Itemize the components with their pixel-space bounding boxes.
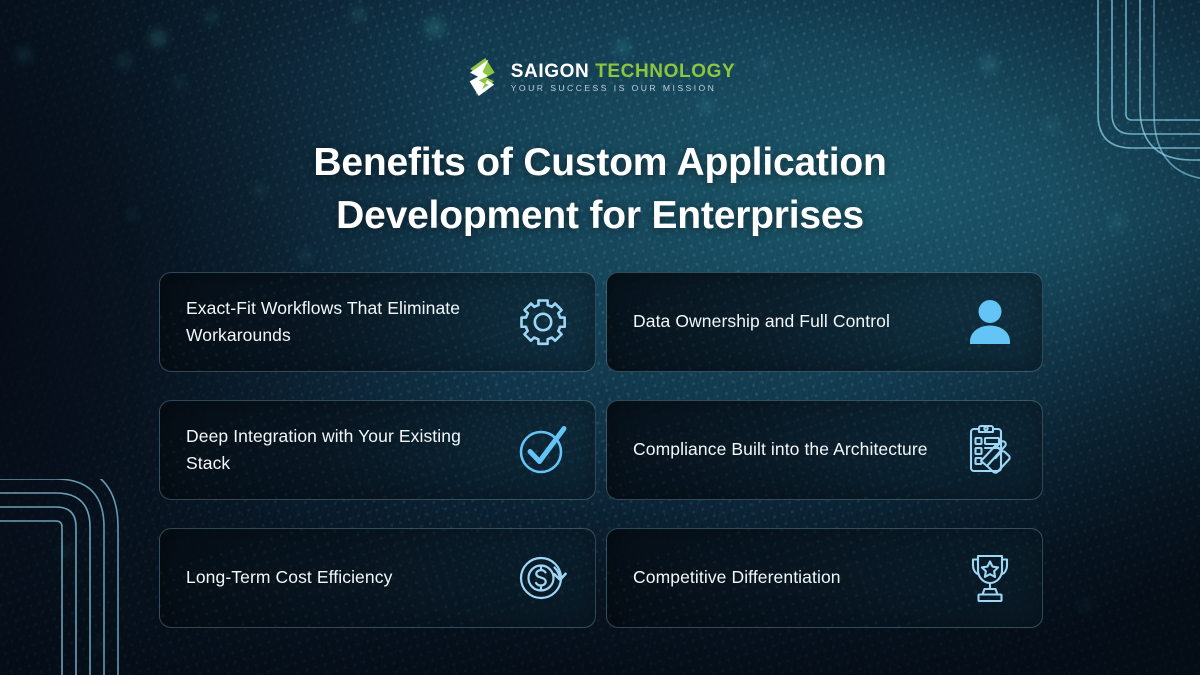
logo-tagline: YOUR SUCCESS IS OUR MISSION: [510, 82, 717, 93]
benefit-card-title: Competitive Differentiation: [633, 567, 841, 588]
benefits-grid: Exact-Fit Workflows That Eliminate Worka…: [159, 272, 1043, 628]
user-icon: [960, 292, 1020, 352]
logo-wordmark: SAIGON TECHNOLOGY YOUR SUCCESS IS OUR MI…: [511, 62, 736, 93]
gear-icon: [513, 292, 573, 352]
saigon-technology-chevron-icon: [469, 57, 495, 97]
decorative-curves-top-right: [1097, 0, 1200, 179]
trophy-icon: [960, 548, 1020, 608]
benefit-card-deep-integration[interactable]: Deep Integration with Your Existing Stac…: [159, 400, 596, 500]
logo-title-technology: TECHNOLOGY: [595, 60, 736, 82]
benefit-card-competitive-differentiation[interactable]: Competitive Differentiation: [606, 528, 1043, 628]
benefit-card-title: Deep Integration with Your Existing Stac…: [186, 425, 461, 473]
check-circle-icon: [513, 420, 573, 480]
clipboard-hand-pen-icon: [960, 420, 1020, 480]
logo-title: SAIGON TECHNOLOGY: [511, 62, 736, 81]
page-title: Benefits of Custom Application Developme…: [0, 137, 1200, 242]
benefit-card-title: Compliance Built into the Architecture: [633, 439, 928, 460]
benefit-card-title: Long-Term Cost Efficiency: [186, 567, 393, 588]
brand-logo: SAIGON TECHNOLOGY YOUR SUCCESS IS OUR MI…: [0, 57, 1200, 97]
benefit-card-long-term-cost[interactable]: Long-Term Cost Efficiency: [159, 528, 596, 628]
logo-title-saigon: SAIGON: [510, 60, 596, 82]
dollar-refresh-icon: [513, 548, 573, 608]
benefit-card-title: Exact-Fit Workflows That Eliminate Worka…: [186, 297, 461, 345]
page-title-line-2: Development for Enterprises: [336, 193, 864, 237]
benefit-card-title: Data Ownership and Full Control: [633, 311, 890, 332]
benefit-card-data-ownership[interactable]: Data Ownership and Full Control: [606, 272, 1043, 372]
benefit-card-compliance-architecture[interactable]: Compliance Built into the Architecture: [606, 400, 1043, 500]
page-title-line-1: Benefits of Custom Application: [313, 141, 887, 184]
benefit-card-exact-fit-workflows[interactable]: Exact-Fit Workflows That Eliminate Worka…: [159, 272, 596, 372]
decorative-curves-bottom-left: [0, 479, 119, 675]
